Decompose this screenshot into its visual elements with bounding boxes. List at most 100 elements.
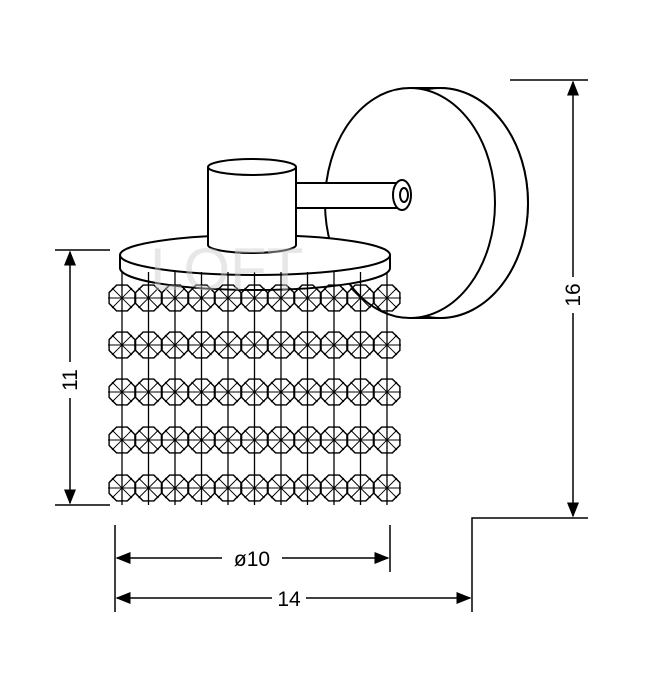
watermark: LOFT	[150, 236, 303, 303]
crystal	[240, 474, 269, 502]
crystal-facets	[293, 426, 322, 454]
crystal	[187, 474, 216, 502]
crystal	[187, 284, 216, 312]
crystal	[373, 284, 401, 312]
crystal-facets	[187, 331, 216, 359]
crystal-facets	[214, 378, 242, 406]
dimension-label-depth: 14	[277, 588, 301, 611]
crystal-facets	[320, 378, 348, 406]
crystal	[108, 426, 136, 454]
crystal-facets	[240, 474, 269, 502]
crystal-facets	[320, 474, 348, 502]
dimension-label-total-height: 16	[562, 283, 585, 306]
crystal	[134, 284, 163, 312]
crystal	[346, 426, 375, 454]
crystal-facets	[373, 426, 401, 454]
crystal	[346, 378, 375, 406]
crystal-facets	[346, 378, 375, 406]
crystal	[240, 284, 269, 312]
crystal-facets	[161, 284, 189, 312]
crystal	[214, 474, 242, 502]
crystal-facets	[108, 474, 136, 502]
crystal-facets	[346, 426, 375, 454]
crystal	[320, 331, 348, 359]
crystal	[187, 331, 216, 359]
crystal-facets	[161, 426, 189, 454]
crystal-facets	[214, 331, 242, 359]
crystal-facets	[187, 426, 216, 454]
crystal-facets	[134, 378, 163, 406]
crystal	[373, 426, 401, 454]
crystal	[373, 474, 401, 502]
crystal-facets	[373, 284, 401, 312]
crystal	[346, 284, 375, 312]
crystal-facets	[108, 378, 136, 406]
crystal-facets	[373, 378, 401, 406]
crystal-facets	[293, 474, 322, 502]
crystal-facets	[346, 474, 375, 502]
crystal-facets	[134, 474, 163, 502]
crystal-facets	[320, 331, 348, 359]
crystal	[187, 426, 216, 454]
crystal-facets	[108, 426, 136, 454]
crystal-facets	[293, 284, 322, 312]
crystal-facets	[267, 474, 295, 502]
crystal	[134, 331, 163, 359]
crystal	[108, 474, 136, 502]
crystal	[320, 284, 348, 312]
crystal	[293, 331, 322, 359]
crystal	[108, 284, 136, 312]
crystal	[161, 474, 189, 502]
crystal	[293, 378, 322, 406]
crystal	[161, 426, 189, 454]
crystal-facets	[373, 474, 401, 502]
socket-cylinder	[207, 158, 297, 254]
crystal-facets	[293, 331, 322, 359]
crystal-facets	[108, 284, 136, 312]
crystal-facets	[240, 378, 269, 406]
crystal	[161, 331, 189, 359]
crystal-facets	[267, 426, 295, 454]
crystal-facets	[267, 331, 295, 359]
crystal-facets	[108, 331, 136, 359]
crystal	[240, 426, 269, 454]
crystal	[267, 331, 295, 359]
crystal	[161, 378, 189, 406]
dimension-label-diameter: ø10	[234, 548, 270, 571]
crystal	[293, 426, 322, 454]
crystal-facets	[320, 426, 348, 454]
crystal	[267, 474, 295, 502]
crystal-facets	[346, 331, 375, 359]
crystal	[346, 331, 375, 359]
crystal	[240, 331, 269, 359]
crystal-facets	[214, 426, 242, 454]
crystal-facets	[240, 284, 269, 312]
crystal-facets	[373, 331, 401, 359]
crystal	[214, 331, 242, 359]
crystal-facets	[187, 474, 216, 502]
crystal-facets	[187, 378, 216, 406]
crystal-facets	[161, 331, 189, 359]
crystal	[267, 284, 295, 312]
dimension-label-shade-height: 11	[59, 369, 82, 391]
crystal-facets	[161, 378, 189, 406]
crystal-facets	[161, 474, 189, 502]
crystal	[134, 474, 163, 502]
crystal-facets	[187, 284, 216, 312]
crystal	[373, 378, 401, 406]
crystal-facets	[267, 284, 295, 312]
crystal-facets	[267, 378, 295, 406]
crystal	[108, 378, 136, 406]
crystal-facets	[134, 426, 163, 454]
crystal	[293, 284, 322, 312]
crystal	[187, 378, 216, 406]
crystal	[320, 426, 348, 454]
crystal	[108, 331, 136, 359]
crystal	[346, 474, 375, 502]
crystal-facets	[293, 378, 322, 406]
crystal	[240, 378, 269, 406]
crystal-facets	[240, 331, 269, 359]
crystal-facets	[214, 474, 242, 502]
crystal	[320, 474, 348, 502]
